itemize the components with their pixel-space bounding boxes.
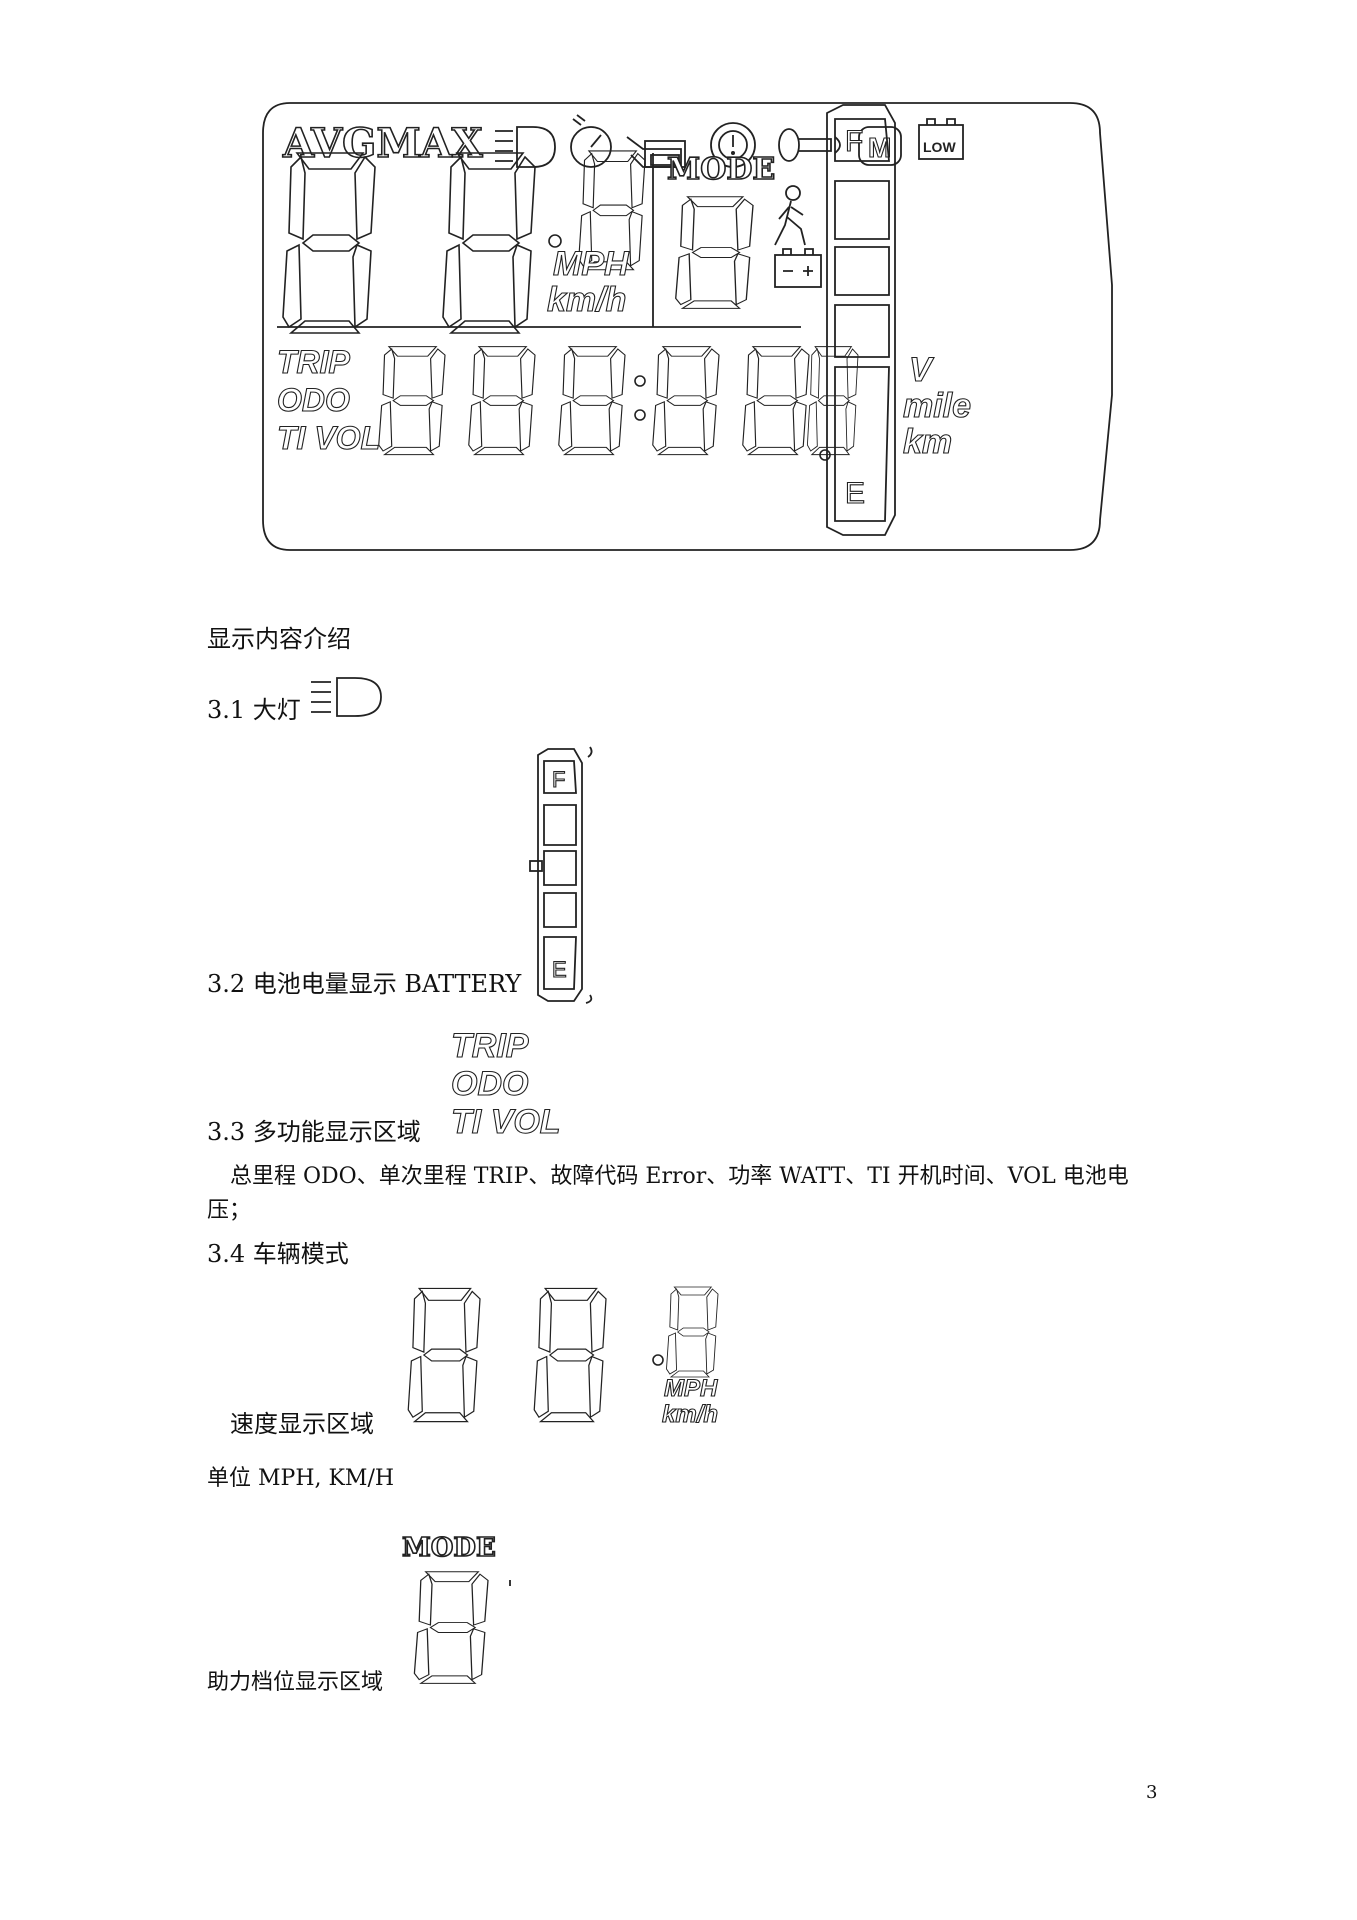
svg-text:TRIP: TRIP <box>451 1027 529 1065</box>
throttle-icon <box>778 128 841 162</box>
section-3-3-description-cont: 压； <box>207 1198 252 1223</box>
page-number: 3 <box>1146 1782 1158 1803</box>
section-3-4-heading: 3.4 车辆模式 <box>207 1240 349 1268</box>
section-3-1-heading: 3.1 大灯 <box>207 696 301 724</box>
speedometer-icon <box>570 114 612 168</box>
trip-label: TRIP <box>277 344 351 380</box>
mph-label: MPH <box>553 245 630 283</box>
motor-icon: M <box>858 126 902 166</box>
warning-icon <box>710 122 756 168</box>
mode-digit <box>675 196 754 309</box>
battery-gauge: F E <box>826 104 896 536</box>
multifunction-labels-figure: TRIP ODO TI VOL <box>450 1026 561 1141</box>
speed-digit-2 <box>442 152 536 334</box>
section-3-2-heading: 3.2 电池电量显示 BATTERY <box>207 970 522 998</box>
assist-level-figure: MODE <box>401 1532 511 1684</box>
svg-text:km/h: km/h <box>662 1401 718 1428</box>
intro-heading: 显示内容介绍 <box>207 625 351 653</box>
avgmax-label: AVGMAX <box>282 120 483 167</box>
tivol-label: TI VOL <box>277 420 380 456</box>
headlight-icon <box>311 677 382 717</box>
unit-line: 单位 MPH, KM/H <box>207 1466 395 1491</box>
assist-area-label: 助力档位显示区域 <box>207 1670 384 1695</box>
svg-text:MODE: MODE <box>402 1533 496 1563</box>
walk-assist-icon <box>774 185 806 246</box>
section-3-3-description: 总里程 ODO、单次里程 TRIP、故障代码 Error、功率 WATT、TI … <box>230 1164 1129 1189</box>
kmh-label: km/h <box>547 281 626 319</box>
headlight-icon <box>495 126 556 168</box>
svg-text:ODO: ODO <box>451 1065 528 1103</box>
unit-km: km <box>903 423 952 461</box>
svg-text:M: M <box>868 132 891 163</box>
battery-full-label: F <box>845 125 863 158</box>
lcd-panel-figure: AVGMAX M LOW MPH <box>262 102 1113 551</box>
speed-display-figure: MPH km/h <box>407 1286 719 1429</box>
unit-v: V <box>909 351 935 389</box>
svg-text:LOW: LOW <box>923 139 956 155</box>
mode-label: MODE <box>667 152 775 187</box>
section-3-3-heading: 3.3 多功能显示区域 <box>207 1118 421 1146</box>
unit-mile: mile <box>903 387 971 425</box>
battery-gauge-figure: F E <box>529 746 593 1004</box>
speed-digit-1 <box>282 152 376 334</box>
battery-icon <box>774 248 822 288</box>
svg-text:MPH: MPH <box>664 1375 718 1402</box>
ebs-icon <box>626 136 686 168</box>
svg-text:F: F <box>552 767 565 792</box>
odo-label: ODO <box>277 382 350 418</box>
speed-area-label: 速度显示区域 <box>230 1410 374 1438</box>
battery-empty-label: E <box>845 477 865 510</box>
svg-text:E: E <box>552 957 567 982</box>
svg-text:TI VOL: TI VOL <box>451 1103 561 1141</box>
low-battery-icon: LOW <box>918 118 964 160</box>
